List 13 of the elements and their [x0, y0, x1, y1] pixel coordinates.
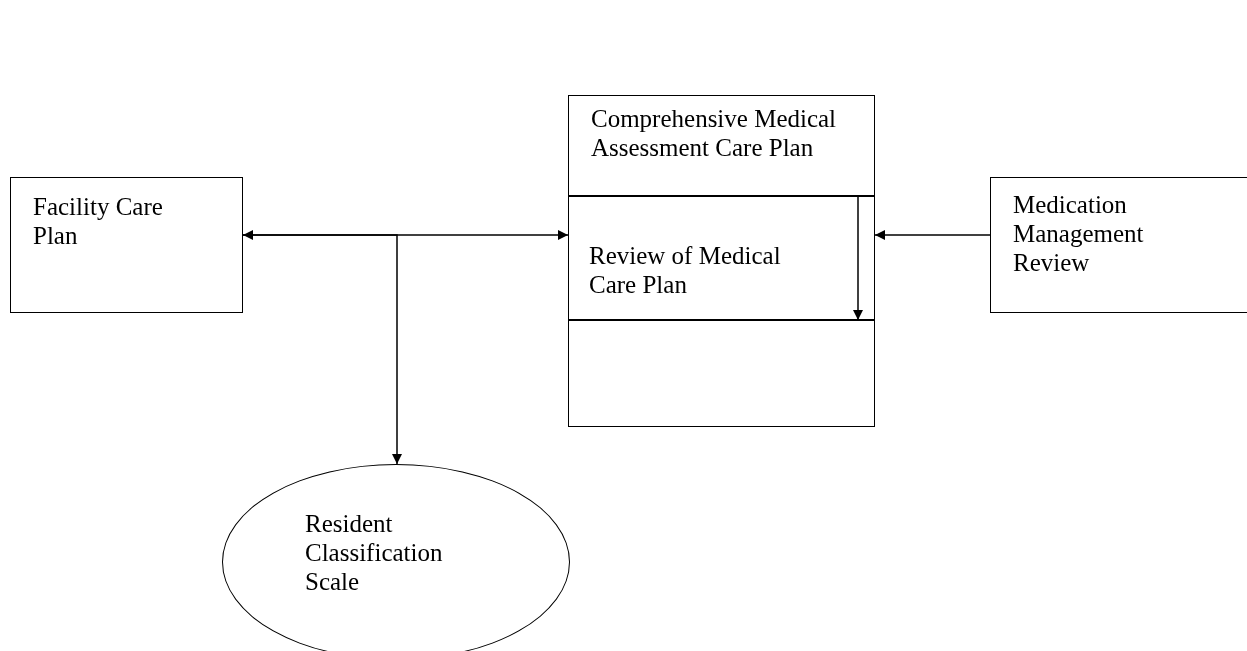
process-box	[568, 196, 875, 320]
process-box	[990, 177, 1247, 313]
process-box	[10, 177, 243, 313]
arrow	[242, 234, 402, 465]
node-label: Review of Medical Care Plan	[589, 241, 782, 299]
node-label: Resident Classification Scale	[305, 509, 444, 596]
node-label: Facility Care Plan	[33, 192, 164, 250]
arrow	[874, 230, 991, 240]
node-label: Comprehensive Medical Assessment Care Plan	[591, 104, 838, 162]
process-box	[568, 320, 875, 427]
node-label: Medication Management Review	[1013, 190, 1145, 277]
arrow	[853, 195, 863, 321]
process-box	[568, 95, 875, 196]
